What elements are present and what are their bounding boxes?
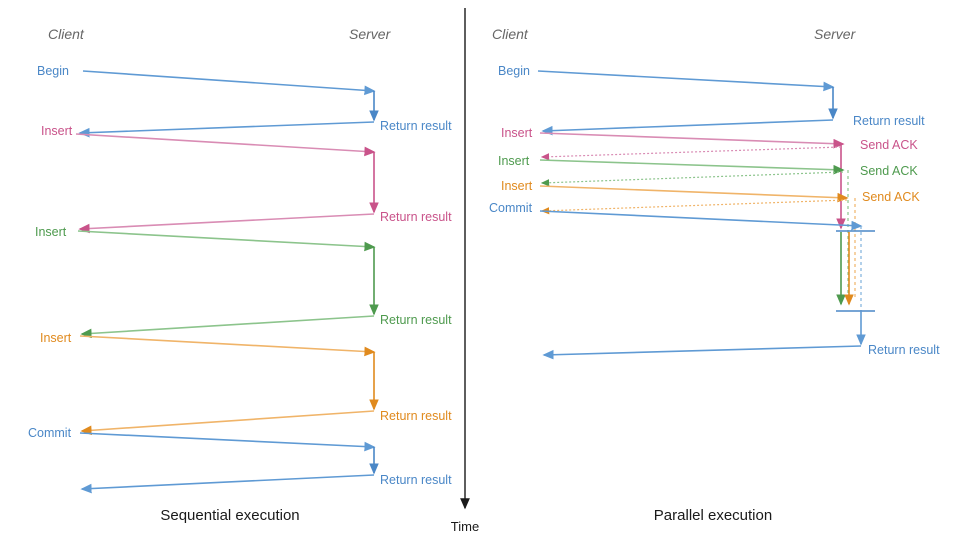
client-label-insert1-sequential: Insert — [41, 124, 73, 138]
panel-sequential: Client Server Begin — [28, 26, 452, 524]
arrow-commit-return-parallel — [542, 345, 862, 360]
caption-sequential: Sequential execution — [160, 507, 299, 524]
time-axis-label: Time — [451, 519, 479, 534]
arrow-begin-return — [78, 121, 375, 138]
lane-title-client-parallel: Client — [492, 26, 529, 42]
client-label-insert3-sequential: Insert — [40, 331, 72, 345]
arrow-insert3-return — [80, 410, 375, 436]
server-label-ack2-parallel: Send ACK — [860, 164, 918, 178]
arrow-commit-request-parallel — [539, 210, 863, 231]
client-label-insert2-parallel: Insert — [498, 154, 530, 168]
arrow-insert1-ack-parallel — [540, 146, 842, 161]
arrow-insert1-request-parallel — [539, 132, 845, 149]
server-label-return1-sequential: Return result — [380, 119, 452, 133]
arrow-begin-return-parallel — [541, 119, 834, 136]
time-axis: Time — [451, 8, 479, 534]
client-label-begin-sequential: Begin — [37, 64, 69, 78]
server-label-ack3-parallel: Send ACK — [862, 190, 920, 204]
arrow-insert2-ack-parallel — [540, 171, 844, 187]
panel-parallel: Client Server — [489, 26, 940, 524]
caption-parallel: Parallel execution — [654, 507, 772, 524]
arrow-begin-request-parallel — [537, 70, 835, 92]
client-label-commit-sequential: Commit — [28, 426, 72, 440]
lane-title-server-parallel: Server — [814, 26, 857, 42]
server-label-return1-parallel: Return result — [853, 114, 925, 128]
server-label-return2-sequential: Return result — [380, 210, 452, 224]
client-label-begin-parallel: Begin — [498, 64, 530, 78]
arrow-insert2-return — [80, 315, 375, 339]
server-label-return3-sequential: Return result — [380, 313, 452, 327]
server-label-return5-sequential: Return result — [380, 473, 452, 487]
arrow-insert1-request — [75, 133, 376, 157]
server-label-ack1-parallel: Send ACK — [860, 138, 918, 152]
arrow-commit-request — [79, 432, 376, 452]
arrow-begin-request — [82, 70, 376, 96]
arrow-insert3-ack-parallel — [540, 199, 848, 215]
client-label-insert2-sequential: Insert — [35, 225, 67, 239]
lane-title-server-sequential: Server — [349, 26, 392, 42]
server-label-return4-sequential: Return result — [380, 409, 452, 423]
client-label-insert1-parallel: Insert — [501, 126, 533, 140]
server-label-return2-parallel: Return result — [868, 343, 940, 357]
arrow-insert2-request — [77, 230, 376, 252]
client-label-insert3-parallel: Insert — [501, 179, 533, 193]
client-label-commit-parallel: Commit — [489, 201, 533, 215]
lane-title-client-sequential: Client — [48, 26, 85, 42]
arrow-commit-return — [80, 474, 375, 494]
arrow-insert2-request-parallel — [539, 159, 845, 175]
arrow-insert1-return — [78, 213, 375, 234]
arrow-insert3-request — [79, 335, 376, 357]
arrow-insert3-request-parallel — [539, 185, 849, 203]
